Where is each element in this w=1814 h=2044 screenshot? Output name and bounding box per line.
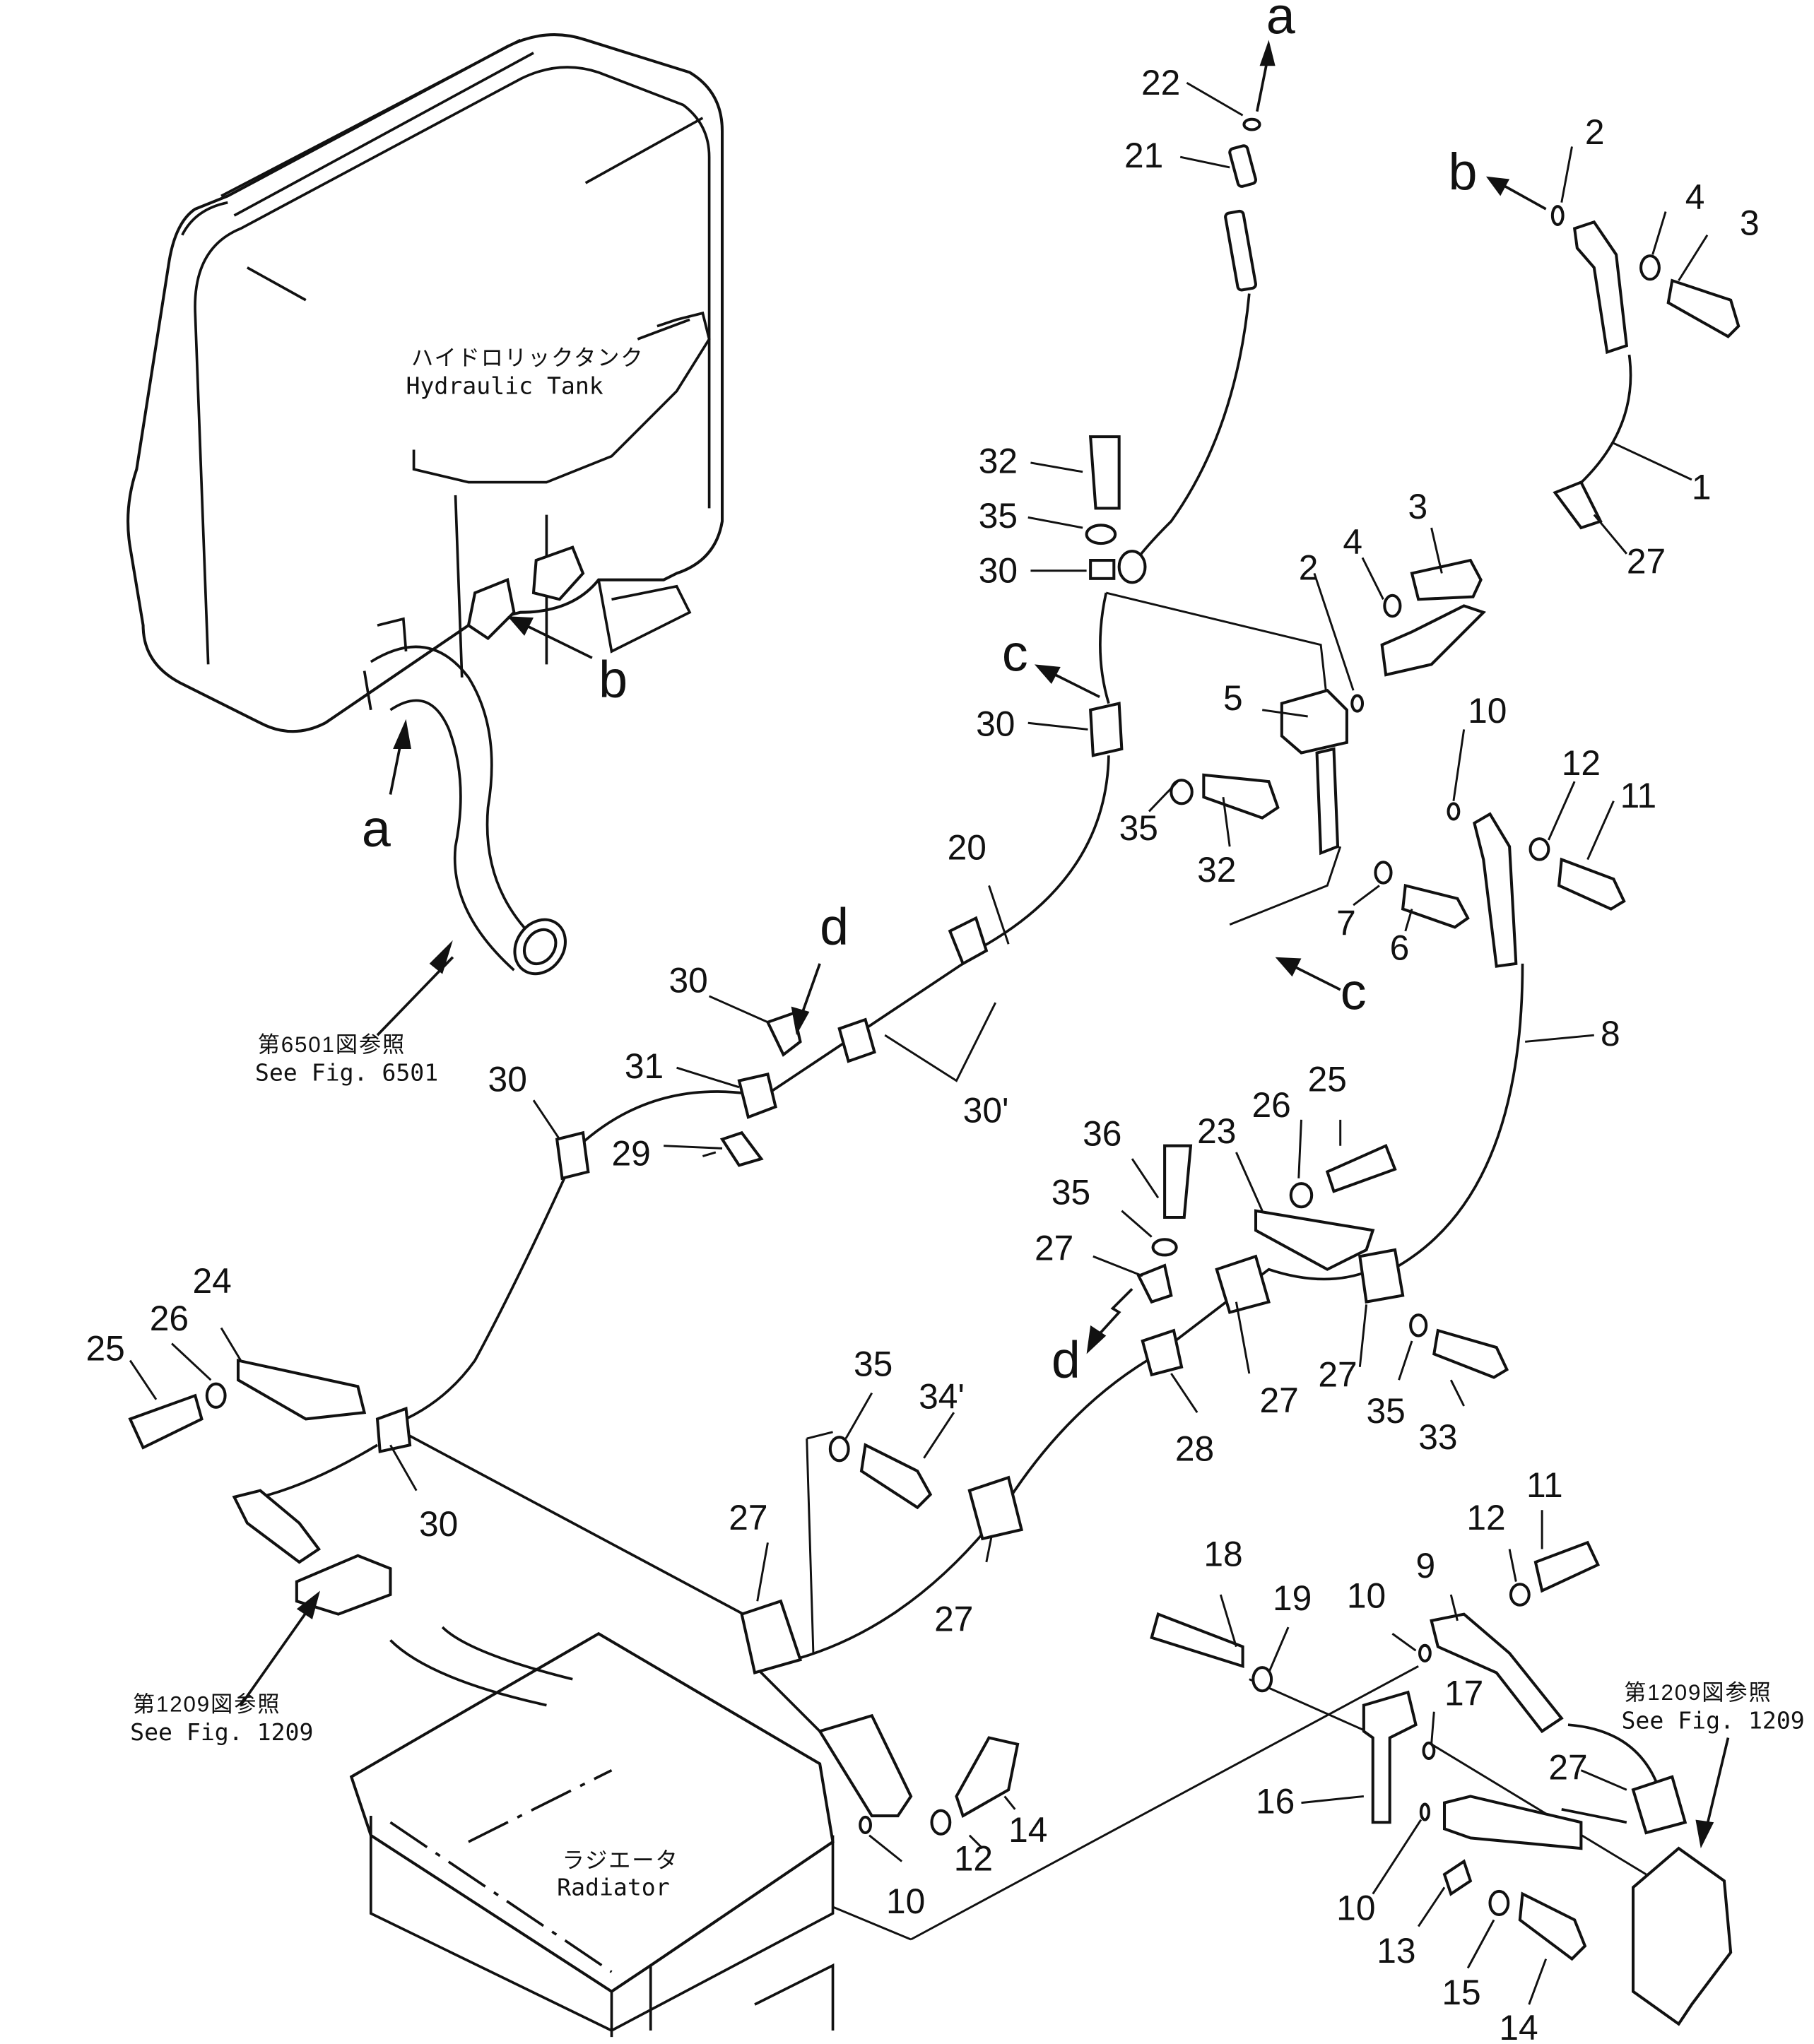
callout-31: 31 bbox=[625, 1046, 664, 1086]
callout-30-prime: 30' bbox=[963, 1091, 1009, 1130]
ref-6501-jp: 第6501図参照 bbox=[258, 1032, 406, 1057]
ref-1209-left-jp: 第1209図参照 bbox=[133, 1692, 281, 1717]
hydraulic-tank bbox=[126, 33, 724, 733]
callout-12c: 12 bbox=[954, 1838, 993, 1878]
callout-22: 22 bbox=[1141, 63, 1180, 102]
callout-4: 4 bbox=[1685, 177, 1705, 217]
suction-pipe bbox=[370, 645, 567, 976]
callout-23: 23 bbox=[1197, 1111, 1236, 1151]
letter-d-top: d bbox=[820, 897, 849, 955]
letter-c-left: c bbox=[1002, 624, 1028, 683]
letter-a-tank: a bbox=[362, 799, 391, 858]
callout-6: 6 bbox=[1390, 928, 1410, 967]
callout-17: 17 bbox=[1444, 1674, 1483, 1713]
callout-35b: 35 bbox=[1119, 808, 1158, 848]
callout-10c: 10 bbox=[886, 1881, 925, 1921]
callout-30e: 30 bbox=[419, 1504, 458, 1544]
callout-27d: 27 bbox=[1318, 1354, 1357, 1394]
letter-b-top: b bbox=[1449, 142, 1478, 201]
callout-27: 27 bbox=[1627, 541, 1666, 581]
callout-25: 25 bbox=[1308, 1059, 1347, 1099]
callout-28: 28 bbox=[1175, 1429, 1214, 1468]
callout-35e: 35 bbox=[854, 1345, 893, 1384]
callout-2b: 2 bbox=[1299, 548, 1319, 588]
callout-30: 30 bbox=[979, 550, 1018, 590]
callout-14: 14 bbox=[1008, 1810, 1047, 1850]
tank-label-jp: ハイドロリックタンク bbox=[411, 345, 644, 370]
tank-label-en: Hydraulic Tank bbox=[406, 372, 603, 399]
callout-20: 20 bbox=[948, 828, 986, 868]
callout-29: 29 bbox=[611, 1133, 650, 1173]
callout-35c: 35 bbox=[1052, 1173, 1090, 1212]
callout-27e: 27 bbox=[729, 1498, 767, 1537]
letter-c-right: c bbox=[1341, 962, 1367, 1020]
callout-10d: 10 bbox=[1336, 1888, 1375, 1927]
callout-25b: 25 bbox=[86, 1329, 125, 1369]
callout-8: 8 bbox=[1601, 1014, 1620, 1053]
callout-13: 13 bbox=[1377, 1931, 1415, 1971]
radiator-label-jp: ラジエータ bbox=[563, 1848, 679, 1873]
callout-9: 9 bbox=[1416, 1546, 1436, 1585]
callout-1: 1 bbox=[1692, 467, 1712, 507]
letter-d-bottom: d bbox=[1052, 1330, 1080, 1388]
letter-a-top: a bbox=[1266, 0, 1295, 45]
ref-6501-en: See Fig. 6501 bbox=[255, 1059, 438, 1087]
callout-18: 18 bbox=[1203, 1534, 1242, 1573]
callout-7: 7 bbox=[1336, 903, 1356, 943]
callout-11b: 11 bbox=[1526, 1465, 1563, 1505]
callout-15: 15 bbox=[1442, 1973, 1480, 2012]
callout-36: 36 bbox=[1083, 1114, 1121, 1154]
callout-30c: 30 bbox=[669, 960, 708, 1000]
callout-14b: 14 bbox=[1499, 2008, 1538, 2040]
callout-30d: 30 bbox=[488, 1059, 527, 1099]
callout-27c: 27 bbox=[1260, 1381, 1299, 1420]
parts bbox=[128, 117, 1741, 2026]
callout-21: 21 bbox=[1124, 136, 1163, 175]
callout-30b: 30 bbox=[976, 704, 1015, 744]
callout-19: 19 bbox=[1273, 1578, 1312, 1618]
callout-35: 35 bbox=[979, 496, 1018, 536]
callout-12b: 12 bbox=[1466, 1498, 1505, 1537]
callout-35d: 35 bbox=[1367, 1391, 1406, 1431]
callout-26b: 26 bbox=[150, 1299, 189, 1338]
connection-arrows bbox=[240, 40, 1730, 1849]
ref-1209-right-jp: 第1209図参照 bbox=[1624, 1680, 1772, 1705]
callout-27g: 27 bbox=[1548, 1747, 1587, 1787]
ref-1209-left-en: See Fig. 1209 bbox=[130, 1718, 313, 1746]
callout-3: 3 bbox=[1740, 203, 1760, 243]
radiator-label-en: Radiator bbox=[557, 1873, 670, 1901]
callout-34-prime: 34' bbox=[919, 1377, 965, 1417]
callout-4b: 4 bbox=[1343, 522, 1362, 562]
ref-1209-right-en: See Fig. 1209 bbox=[1621, 1707, 1804, 1735]
callout-16: 16 bbox=[1256, 1781, 1295, 1821]
callout-2: 2 bbox=[1585, 112, 1605, 152]
callout-11: 11 bbox=[1620, 776, 1657, 815]
letter-b-tank: b bbox=[599, 649, 628, 708]
callout-3b: 3 bbox=[1408, 487, 1427, 526]
callout-27b: 27 bbox=[1035, 1229, 1073, 1268]
callout-32: 32 bbox=[979, 442, 1018, 481]
callout-12: 12 bbox=[1562, 743, 1601, 783]
callout-26: 26 bbox=[1251, 1085, 1290, 1125]
callout-5: 5 bbox=[1223, 678, 1243, 718]
reference-notes: 第6501図参照 See Fig. 6501 第1209図参照 See Fig.… bbox=[130, 1032, 1805, 1746]
radiator bbox=[349, 1626, 835, 2038]
callout-32b: 32 bbox=[1197, 850, 1236, 890]
callout-33: 33 bbox=[1418, 1417, 1457, 1457]
connection-letters: a a b b c c d bbox=[362, 0, 1478, 1388]
callout-27f: 27 bbox=[934, 1600, 973, 1639]
callout-10b: 10 bbox=[1347, 1576, 1386, 1615]
callout-10: 10 bbox=[1468, 691, 1507, 731]
callout-labels: 22 21 2 4 3 32 35 30 1 27 3 4 2 30 5 10 … bbox=[86, 63, 1760, 2044]
callout-24: 24 bbox=[193, 1261, 232, 1301]
leader-lines bbox=[129, 81, 1709, 2005]
